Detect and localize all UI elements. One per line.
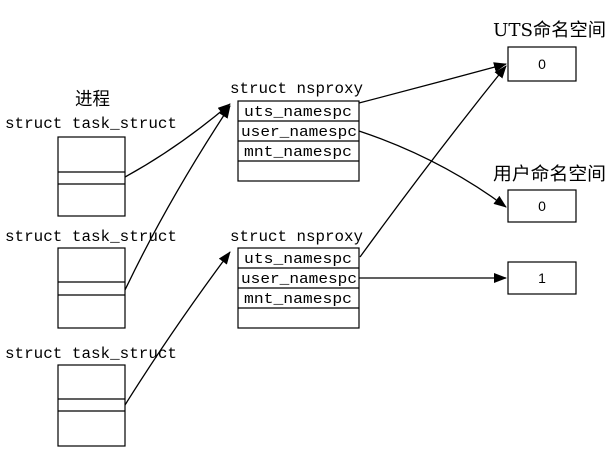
uts-namespace-group: UTS命名空间 0 [493, 20, 606, 82]
task-struct-3: struct task_struct [5, 345, 177, 447]
user-namespace-box-1 [507, 261, 577, 295]
user-namespace-box-0 [507, 189, 577, 223]
task-struct-label: struct task_struct [5, 115, 177, 133]
arrow-nsproxy2-uts-to-uts-ns [359, 65, 507, 258]
uts-namespace-value: 0 [538, 56, 546, 72]
uts-namespace-title: UTS命名空间 [493, 20, 606, 41]
nsproxy-field-mnt: mnt_namespc [244, 291, 352, 308]
uts-namespace-box-0 [507, 46, 577, 82]
arrow-task1-to-nsproxy1 [124, 103, 231, 178]
task-struct-box [57, 136, 126, 217]
arrow-task2-to-nsproxy1 [124, 105, 231, 291]
process-label: 进程 [75, 89, 110, 110]
arrow-task3-to-nsproxy2 [124, 251, 231, 406]
arrow-nsproxy1-uts-to-uts-ns [358, 62, 507, 104]
nsproxy-field-uts: uts_namespc [244, 251, 352, 268]
nsproxy-1: struct nsproxy uts_namespc user_namespc … [230, 80, 363, 182]
user-namespace-title: 用户命名空间 [493, 164, 606, 185]
arrow-nsproxy1-user-to-user-ns-0 [358, 130, 507, 208]
user-namespace-value: 0 [538, 198, 546, 214]
task-struct-label: struct task_struct [5, 228, 177, 246]
nsproxy-2: struct nsproxy uts_namespc user_namespc … [230, 228, 363, 329]
user-namespace-group: 用户命名空间 0 1 [493, 164, 606, 295]
nsproxy-field-user: user_namespc [241, 124, 357, 141]
nsproxy-field-mnt: mnt_namespc [244, 144, 352, 161]
task-struct-box [57, 247, 126, 329]
nsproxy-field-uts: uts_namespc [244, 104, 352, 121]
task-struct-box [57, 364, 126, 447]
task-struct-1: struct task_struct [5, 115, 177, 217]
nsproxy-field-user: user_namespc [241, 271, 357, 288]
task-struct-2: struct task_struct [5, 228, 177, 329]
nsproxy-label: struct nsproxy [230, 80, 363, 98]
user-namespace-value: 1 [538, 270, 546, 286]
nsproxy-label: struct nsproxy [230, 228, 363, 246]
task-struct-label: struct task_struct [5, 345, 177, 363]
